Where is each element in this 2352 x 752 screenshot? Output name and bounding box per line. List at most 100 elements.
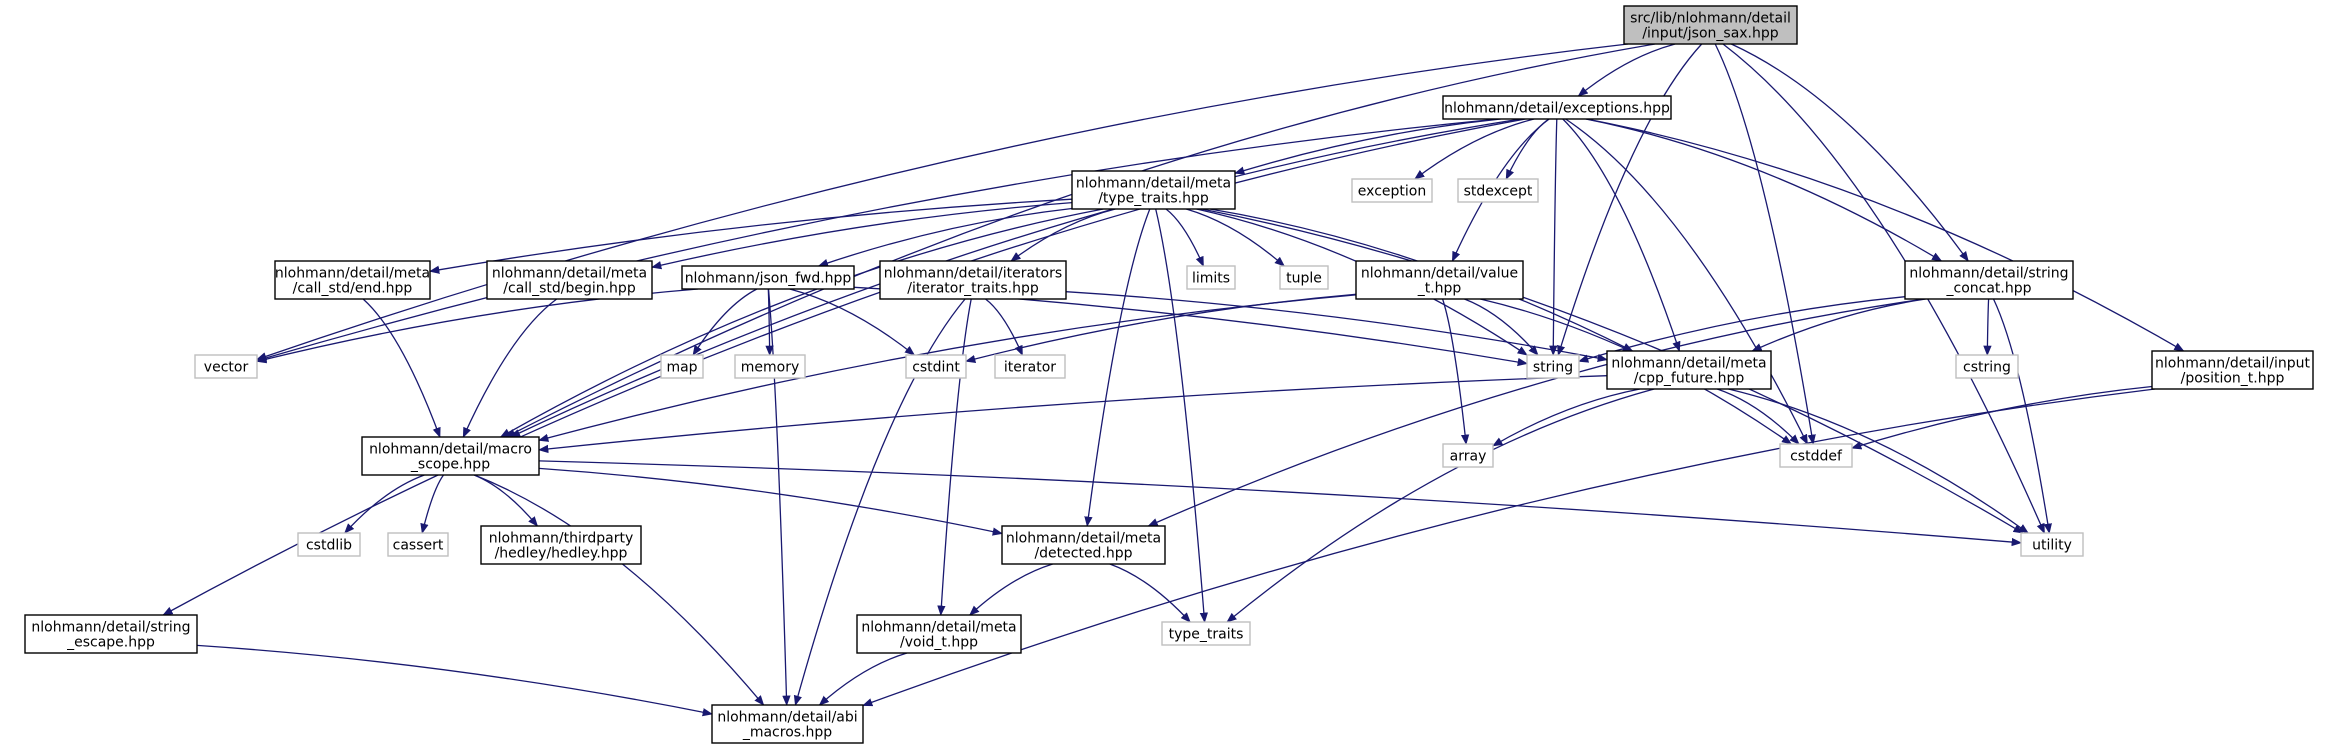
edge-macro_scope-to-utility [538, 460, 2023, 547]
edge-call_begin-to-macro_scope [462, 298, 558, 438]
node-label: type_traits [1169, 627, 1244, 643]
edge-void_t-to-abi_macros [818, 652, 908, 706]
edge-exceptions-to-cstddef [1565, 118, 1808, 445]
node-box [2020, 532, 2084, 557]
node-abi_macros[interactable]: nlohmann/detail/abi_macros.hpp [711, 704, 864, 744]
node-label: /cpp_future.hpp [1634, 371, 1745, 387]
node-iterator_traits[interactable]: nlohmann/detail/iterators/iterator_trait… [879, 260, 1067, 300]
edge-detected-to-type_traits_std [1109, 563, 1191, 623]
node-label: nlohmann/detail/macro [369, 442, 532, 458]
node-label: _concat.hpp [1946, 281, 2032, 297]
node-string_escape[interactable]: nlohmann/detail/string_escape.hpp [24, 614, 198, 654]
edge-type_traits_hpp-to-detected [1084, 208, 1151, 528]
node-box [1442, 95, 1672, 120]
node-box [480, 525, 642, 565]
edge-json_fwd-to-map [692, 288, 758, 356]
edge-exceptions-to-macro_scope [509, 118, 1521, 438]
node-label: utility [2032, 538, 2072, 554]
node-void_t[interactable]: nlohmann/detail/meta/void_t.hpp [856, 614, 1022, 654]
edge-exceptions-to-cpp_future [1562, 118, 1681, 352]
node-cstdint: cstdint [905, 354, 967, 379]
node-label: cstdlib [306, 538, 352, 554]
node-label: vector [204, 360, 249, 376]
node-box [1071, 170, 1236, 210]
node-position_t[interactable]: nlohmann/detail/input/position_t.hpp [2151, 350, 2314, 390]
node-box [1186, 265, 1236, 290]
edge-json_fwd-to-cstdint [789, 288, 916, 356]
edge-exceptions-to-type_traits_hpp [1234, 118, 1501, 175]
node-label: /iterator_traits.hpp [907, 281, 1039, 297]
node-label: nlohmann/detail/exceptions.hpp [1444, 101, 1670, 117]
edge-macro_scope-to-cassert [420, 474, 445, 535]
node-label: nlohmann/detail/meta [275, 266, 430, 282]
node-label: map [666, 360, 697, 376]
edge-string_concat-to-string [1578, 296, 1906, 363]
edge-string_concat-to-detected [1147, 298, 1925, 527]
node-box [297, 532, 361, 557]
edge-exceptions-to-position_t [1586, 118, 2185, 352]
node-label: cassert [393, 538, 444, 554]
node-label: nlohmann/detail/value [1361, 266, 1518, 282]
node-map: map [660, 354, 704, 379]
node-box [905, 354, 967, 379]
node-label: stdexcept [1464, 184, 1533, 200]
edge-string_escape-to-abi_macros [196, 644, 714, 717]
node-call_begin[interactable]: nlohmann/detail/meta/call_std/begin.hpp [486, 260, 653, 300]
node-string: string [1526, 354, 1580, 379]
node-hedley[interactable]: nlohmann/thirdparty/hedley/hedley.hpp [480, 525, 642, 565]
node-label: nlohmann/detail/string [31, 620, 190, 636]
node-box [1442, 443, 1494, 468]
edge-json_sax-to-utility [1722, 43, 2045, 534]
node-box [681, 265, 855, 290]
node-box [1955, 354, 2019, 379]
node-label: cstddef [1790, 449, 1843, 465]
node-macro_scope[interactable]: nlohmann/detail/macro_scope.hpp [361, 436, 540, 476]
node-label: exception [1358, 184, 1426, 200]
node-label: memory [741, 360, 800, 376]
node-box [994, 354, 1066, 379]
node-detected[interactable]: nlohmann/detail/meta/detected.hpp [1001, 525, 1166, 565]
edge-type_traits_hpp-to-type_traits_std [1155, 208, 1209, 624]
node-box [1355, 260, 1524, 300]
node-label: /hedley/hedley.hpp [495, 546, 628, 562]
node-value_t[interactable]: nlohmann/detail/value_t.hpp [1355, 260, 1524, 300]
edge-macro_scope-to-detected [538, 467, 1004, 536]
node-type_traits_hpp[interactable]: nlohmann/detail/meta/type_traits.hpp [1071, 170, 1236, 210]
edge-exceptions-to-value_t [1451, 118, 1550, 262]
node-label: nlohmann/detail/abi [717, 710, 857, 726]
node-cpp_future[interactable]: nlohmann/detail/meta/cpp_future.hpp [1606, 350, 1772, 390]
edge-type_traits_hpp-to-tuple [1186, 208, 1285, 267]
edge-detected-to-void_t [969, 563, 1053, 616]
node-cstring: cstring [1955, 354, 2019, 379]
node-json_fwd[interactable]: nlohmann/json_fwd.hpp [681, 265, 855, 290]
node-box [1351, 178, 1433, 203]
node-json_sax[interactable]: src/lib/nlohmann/detail/input/json_sax.h… [1623, 5, 1798, 45]
node-box [387, 532, 449, 557]
edge-cpp_future-to-type_traits_std [1226, 388, 1655, 623]
node-utility: utility [2020, 532, 2084, 557]
edge-exceptions-to-exception [1414, 118, 1535, 180]
node-label: nlohmann/detail/meta [1076, 176, 1231, 192]
node-array: array [1442, 443, 1494, 468]
node-label: /call_std/end.hpp [293, 281, 413, 297]
edge-json_sax-to-exceptions [1577, 43, 1676, 97]
node-stdexcept: stdexcept [1457, 178, 1539, 203]
node-box [24, 614, 198, 654]
node-label: nlohmann/detail/meta [861, 620, 1016, 636]
edge-iterator_traits-to-abi_macros [793, 298, 966, 707]
node-box [711, 704, 864, 744]
node-box [734, 354, 806, 379]
node-exceptions[interactable]: nlohmann/detail/exceptions.hpp [1442, 95, 1672, 120]
node-string_concat[interactable]: nlohmann/detail/string_concat.hpp [1904, 260, 2074, 300]
node-vector: vector [194, 354, 258, 379]
node-label: nlohmann/detail/meta [492, 266, 647, 282]
node-box [361, 436, 540, 476]
node-label: _scope.hpp [410, 457, 490, 473]
node-cassert: cassert [387, 532, 449, 557]
node-call_end[interactable]: nlohmann/detail/meta/call_std/end.hpp [274, 260, 431, 300]
node-label: tuple [1286, 271, 1322, 287]
nodes-layer: src/lib/nlohmann/detail/input/json_sax.h… [24, 5, 2314, 744]
node-label: cstring [1963, 360, 2011, 376]
edge-value_t-to-string [1464, 298, 1539, 356]
edge-call_end-to-macro_scope [362, 298, 441, 438]
